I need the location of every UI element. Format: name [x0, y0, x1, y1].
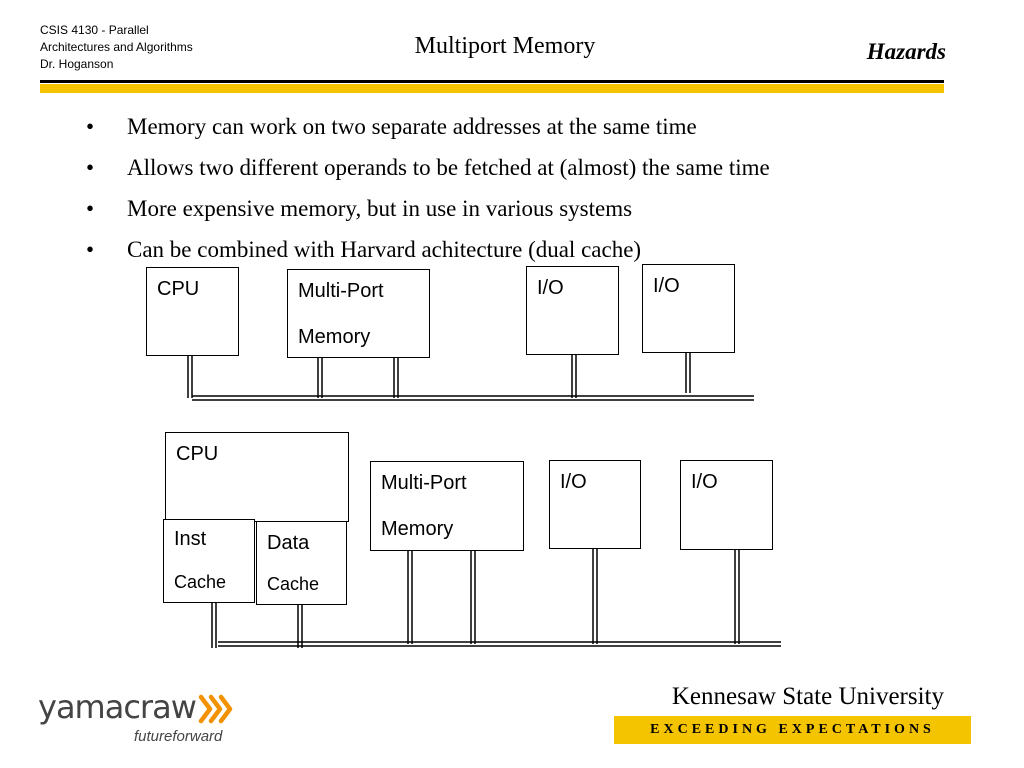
chevron-right-icon — [198, 694, 233, 724]
slogan-banner: EXCEEDING EXPECTATIONS — [614, 716, 971, 744]
bullet-dot: • — [86, 236, 95, 262]
bullet-text: Allows two different operands to be fetc… — [127, 154, 770, 180]
io-box: I/O — [549, 460, 641, 549]
course-line-1: CSIS 4130 - Parallel — [40, 23, 149, 37]
bullet-item: • Can be combined with Harvard achitectur… — [86, 229, 770, 270]
memory-label-line1: Multi-Port — [298, 280, 384, 302]
cpu-box: CPU — [165, 432, 349, 522]
header-rule-yellow — [40, 84, 944, 93]
multiport-memory-box: Multi-Port Memory — [370, 461, 524, 551]
cpu-box: CPU — [146, 267, 239, 356]
inst-cache-label-line2: Cache — [174, 572, 227, 592]
memory-label-line2: Memory — [381, 518, 454, 540]
logo-brand: yamacraw — [38, 688, 197, 726]
instructor: Dr. Hoganson — [40, 57, 114, 71]
university-name: Kennesaw State University — [671, 683, 944, 710]
bullet-dot: • — [86, 154, 95, 180]
io-label: I/O — [691, 471, 718, 493]
cpu-label: CPU — [176, 443, 219, 465]
inst-cache-label-line1: Inst — [174, 528, 207, 550]
bullet-item: • Allows two different operands to be fet… — [86, 147, 770, 188]
bullet-dot: • — [86, 195, 95, 221]
data-cache-label-line2: Cache — [267, 574, 320, 594]
slide-title: Multiport Memory — [414, 33, 596, 59]
bullet-dot: • — [86, 113, 95, 139]
memory-label-line1: Multi-Port — [381, 472, 467, 494]
section-label: Hazards — [866, 39, 946, 64]
bullet-item: • Memory can work on two separate address… — [86, 106, 770, 147]
bullet-text: Can be combined with Harvard achitecture… — [127, 236, 642, 262]
multiport-memory-box: Multi-Port Memory — [287, 269, 430, 358]
data-cache-box: Data Cache — [256, 521, 347, 605]
header-rule-black — [40, 80, 944, 83]
bullet-item: • More expensive memory, but in use in va… — [86, 188, 770, 229]
cpu-label: CPU — [157, 278, 200, 300]
logo-tagline: futureforward — [134, 728, 223, 745]
yamacraw-logo: yamacraw futureforward — [38, 688, 233, 745]
inst-cache-box: Inst Cache — [163, 519, 255, 603]
io-label: I/O — [653, 275, 680, 297]
io-label: I/O — [560, 471, 587, 493]
io-label: I/O — [537, 277, 564, 299]
bullet-text: More expensive memory, but in use in var… — [127, 195, 633, 221]
memory-label-line2: Memory — [298, 326, 371, 348]
io-box: I/O — [680, 460, 773, 550]
bullet-text: Memory can work on two separate addresse… — [127, 113, 697, 139]
bullet-list: • Memory can work on two separate address… — [86, 106, 770, 270]
course-line-2: Architectures and Algorithms — [40, 40, 193, 54]
io-box: I/O — [526, 266, 619, 355]
io-box: I/O — [642, 264, 735, 353]
course-info: CSIS 4130 - Parallel Architectures and A… — [40, 22, 193, 73]
data-cache-label-line1: Data — [267, 532, 310, 554]
